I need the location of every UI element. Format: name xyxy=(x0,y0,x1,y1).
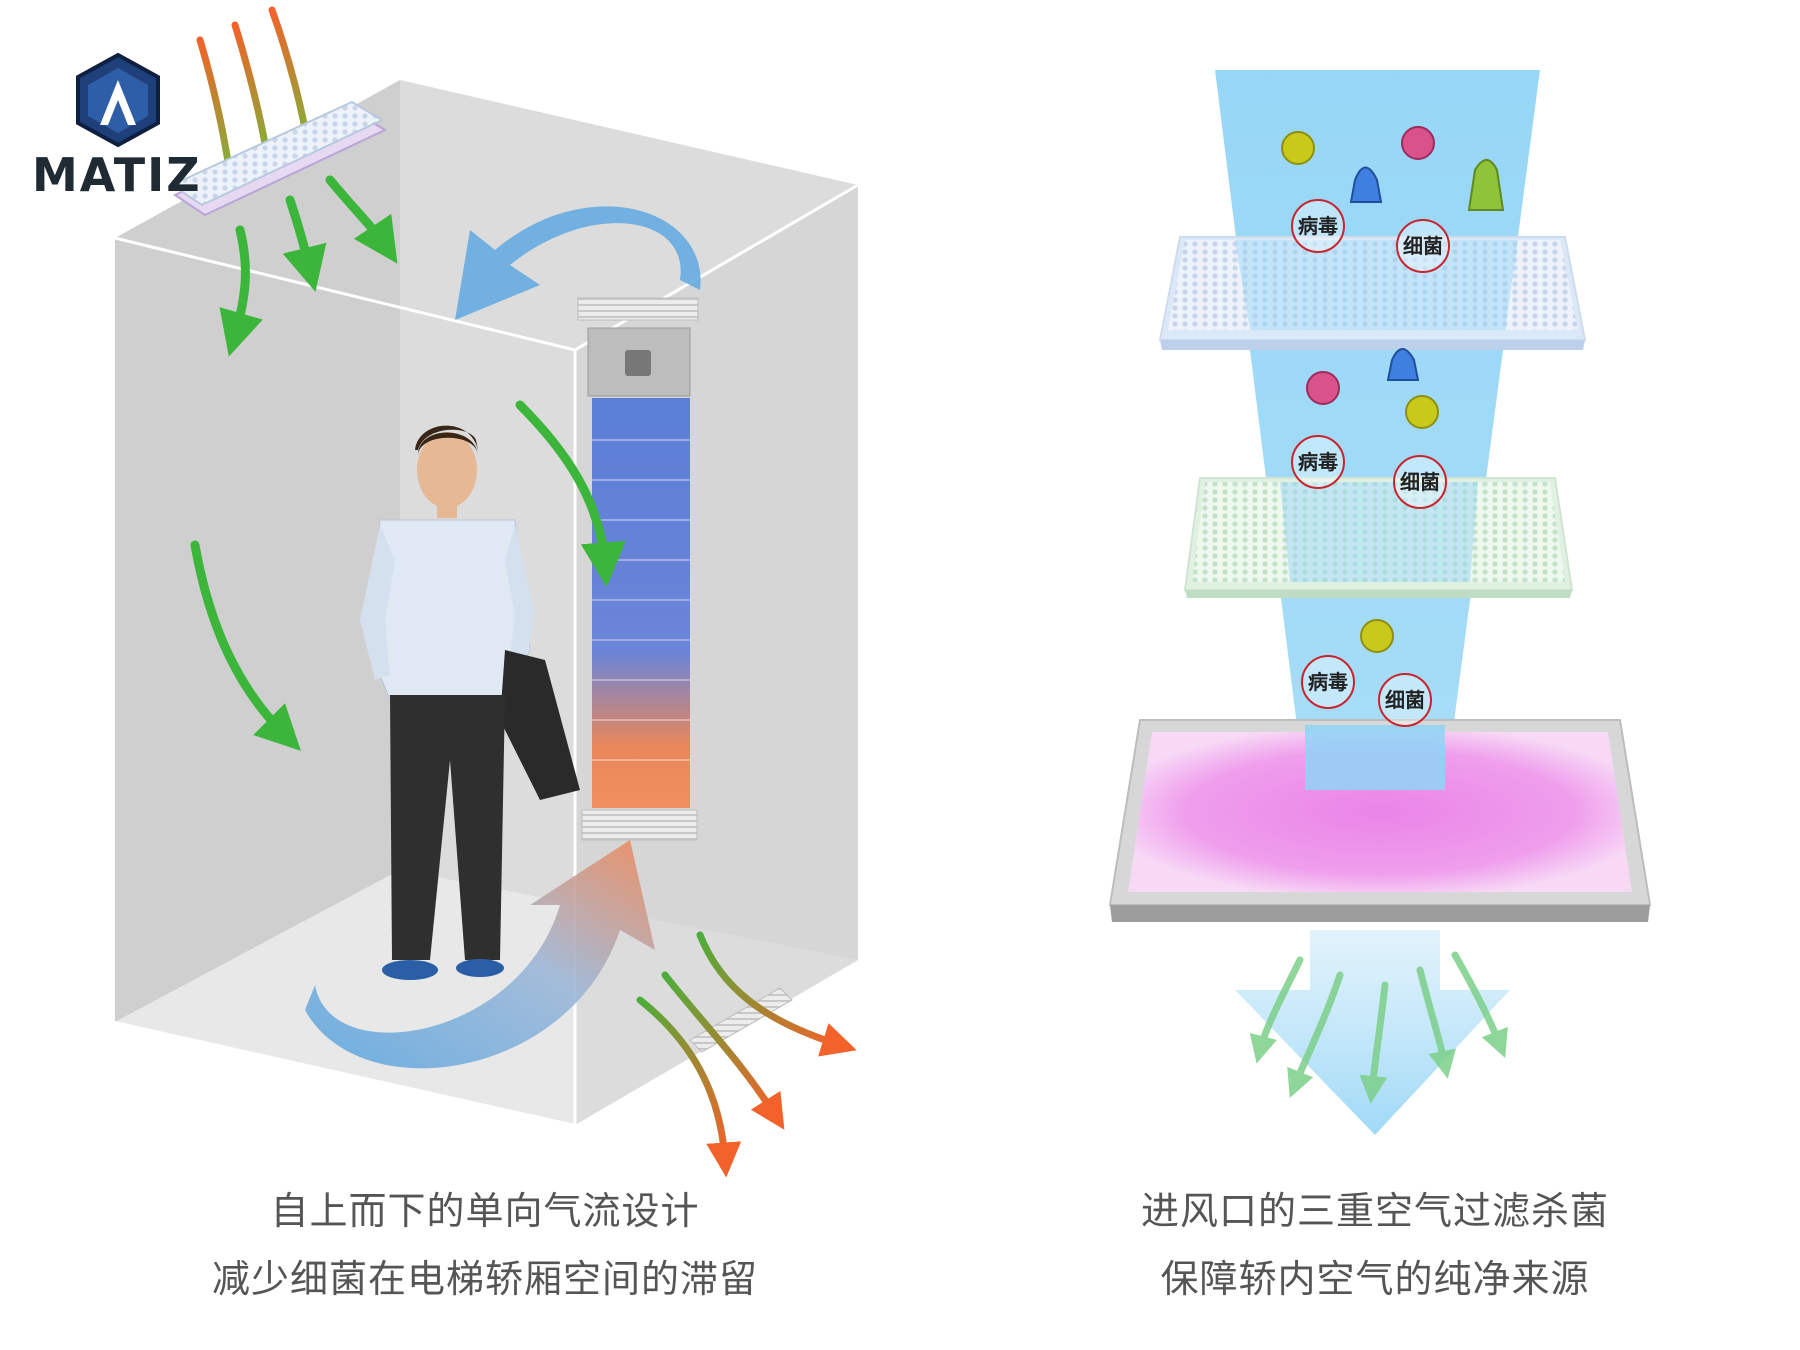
germ-icon xyxy=(1281,126,1505,653)
clean-arrow-1 xyxy=(1249,956,1304,1064)
exhaust-arrow-1 xyxy=(696,931,857,1057)
logo-text: MATIZ xyxy=(32,148,202,202)
clean-air-arrows xyxy=(1249,951,1508,1104)
logo-icon xyxy=(76,52,160,148)
svg-text:病毒: 病毒 xyxy=(1298,214,1338,238)
person-figure xyxy=(360,425,580,980)
exhaust-arrow-2 xyxy=(661,971,785,1130)
green-arrow-4 xyxy=(190,540,301,751)
svg-text:病毒: 病毒 xyxy=(1308,670,1348,694)
air-unit-ribs xyxy=(592,439,690,761)
virus-badge-1: 病毒 xyxy=(1291,199,1345,253)
clean-arrow-4 xyxy=(1416,966,1456,1079)
air-unit-fan xyxy=(625,350,651,376)
return-air-arrow xyxy=(455,206,701,320)
intake-arrow-1 xyxy=(196,36,234,179)
green-arrow-5 xyxy=(515,400,626,588)
filter-stack: 病毒 细菌 病毒 细菌 病毒 细菌 xyxy=(1108,70,1652,1135)
filter-layer-2 xyxy=(1183,477,1574,598)
air-unit-panel xyxy=(592,398,690,808)
downflow-arrows xyxy=(190,175,626,751)
bacteria-badge-3: 细菌 xyxy=(1378,673,1432,727)
exhaust-arrows xyxy=(636,931,857,1178)
left-caption-line1: 自上而下的单向气流设计 xyxy=(270,1189,700,1233)
clean-arrow-3 xyxy=(1359,981,1389,1104)
floor-airflow-arrow xyxy=(305,840,655,1069)
cabin-left-wall xyxy=(115,80,400,1022)
clean-arrow-2 xyxy=(1287,971,1344,1098)
elevator-cabin xyxy=(114,6,859,1178)
right-caption-line1: 进风口的三重空气过滤杀菌 xyxy=(1140,1189,1609,1233)
bacteria-badge-2: 细菌 xyxy=(1393,455,1447,509)
exhaust-arrow-3 xyxy=(636,996,742,1178)
virus-badge-2: 病毒 xyxy=(1291,435,1345,489)
uv-glow xyxy=(1128,732,1632,892)
filter-layer-1 xyxy=(1158,236,1587,350)
cabin-floor-edge xyxy=(114,1021,576,1126)
uv-filter-tray xyxy=(1108,719,1652,922)
svg-text:细菌: 细菌 xyxy=(1385,688,1425,712)
wall-vent-bottom xyxy=(581,809,698,841)
green-arrow-3 xyxy=(325,175,398,264)
label-badges: 病毒 细菌 病毒 细菌 病毒 细菌 xyxy=(1291,199,1450,727)
clean-arrow-5 xyxy=(1451,951,1508,1058)
svg-text:病毒: 病毒 xyxy=(1298,450,1338,474)
bacteria-badge-1: 细菌 xyxy=(1396,219,1450,273)
green-arrow-1 xyxy=(219,225,263,357)
output-air-arrow xyxy=(1235,930,1510,1135)
green-arrow-2 xyxy=(282,195,327,292)
right-caption-line2: 保障轿内空气的纯净来源 xyxy=(1160,1257,1590,1301)
svg-text:细菌: 细菌 xyxy=(1400,470,1440,494)
svg-text:细菌: 细菌 xyxy=(1403,234,1443,258)
wall-vent-top xyxy=(577,297,699,321)
intake-arrow-2 xyxy=(231,21,272,164)
left-caption-line2: 减少细菌在电梯轿厢空间的滞留 xyxy=(211,1257,758,1301)
virus-badge-3: 病毒 xyxy=(1301,655,1355,709)
ceiling-filter-icon xyxy=(169,100,388,217)
